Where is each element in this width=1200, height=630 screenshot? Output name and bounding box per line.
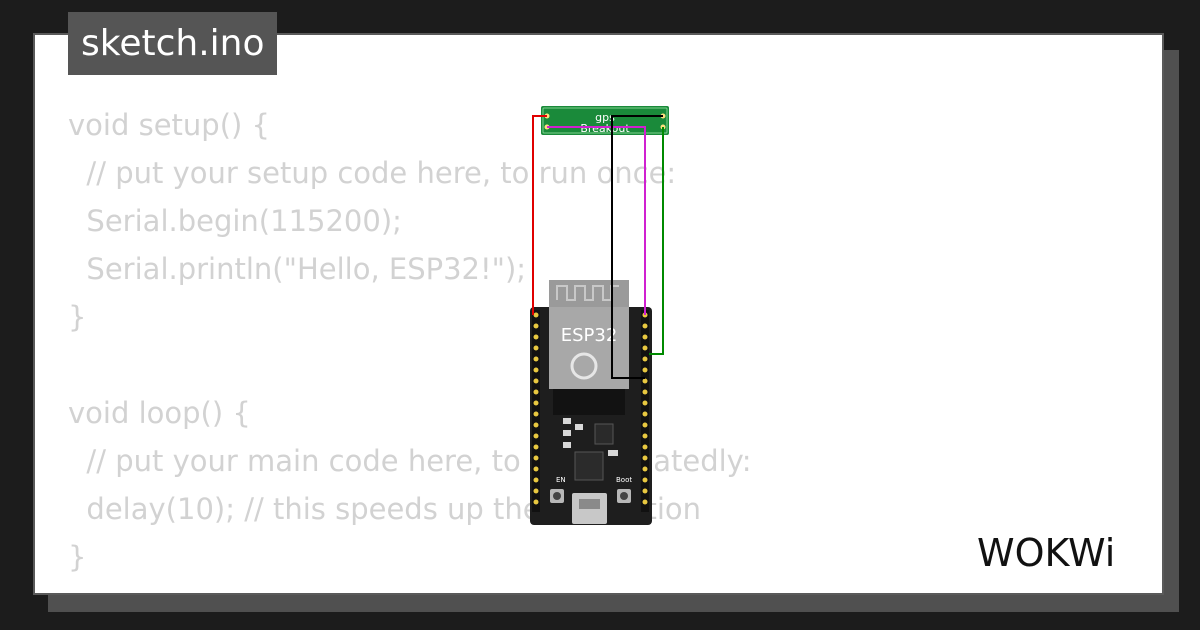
code-line: Serial.begin(115200); [68,204,402,238]
code-line: void setup() { [68,108,270,142]
gps-sublabel: Breakout [580,122,630,135]
smd-component [575,424,583,430]
code-editor[interactable]: void setup() { // put your setup code he… [68,101,752,581]
esp32-label: ESP32 [561,325,618,346]
smd-component [563,418,571,424]
code-line: } [68,540,87,574]
en-button-label: EN [556,476,566,484]
boot-button-label: Boot [616,476,632,484]
esp32-board[interactable]: ESP32 [530,280,652,525]
wire-magenta[interactable] [547,126,646,315]
wire-red[interactable] [532,115,547,315]
gps-module[interactable]: gps Breakout [541,106,669,135]
esp32-antenna [549,280,629,310]
pin-header-right [641,310,649,512]
smd-component [563,430,571,436]
wokwi-logo-text: WOKWi [977,531,1115,575]
usb-uart-chip [574,451,604,481]
wokwi-logo-svg: WOKWi [977,531,1115,575]
wire-green[interactable] [649,127,664,355]
voltage-regulator [594,423,614,445]
code-line: void loop() { [68,396,251,430]
code-line: Serial.println("Hello, ESP32!"); [68,252,527,286]
espressif-logo-icon [570,352,598,380]
boot-button-cap [620,492,628,500]
gps-label: gps [595,111,615,124]
smd-component [563,442,571,448]
code-line: } [68,300,87,334]
smd-component [608,450,618,456]
code-line: // put your setup code here, to run once… [68,156,677,190]
module-base [553,389,625,415]
antenna-trace [556,285,619,301]
gps-board-outline [542,107,668,134]
filename-tab[interactable]: sketch.ino [68,12,278,75]
wokwi-logo[interactable]: WOKWi [975,522,1150,580]
pin-header-left [532,310,540,512]
wire-black[interactable] [611,115,663,379]
micro-usb-opening [579,499,600,509]
en-button-cap [553,492,561,500]
